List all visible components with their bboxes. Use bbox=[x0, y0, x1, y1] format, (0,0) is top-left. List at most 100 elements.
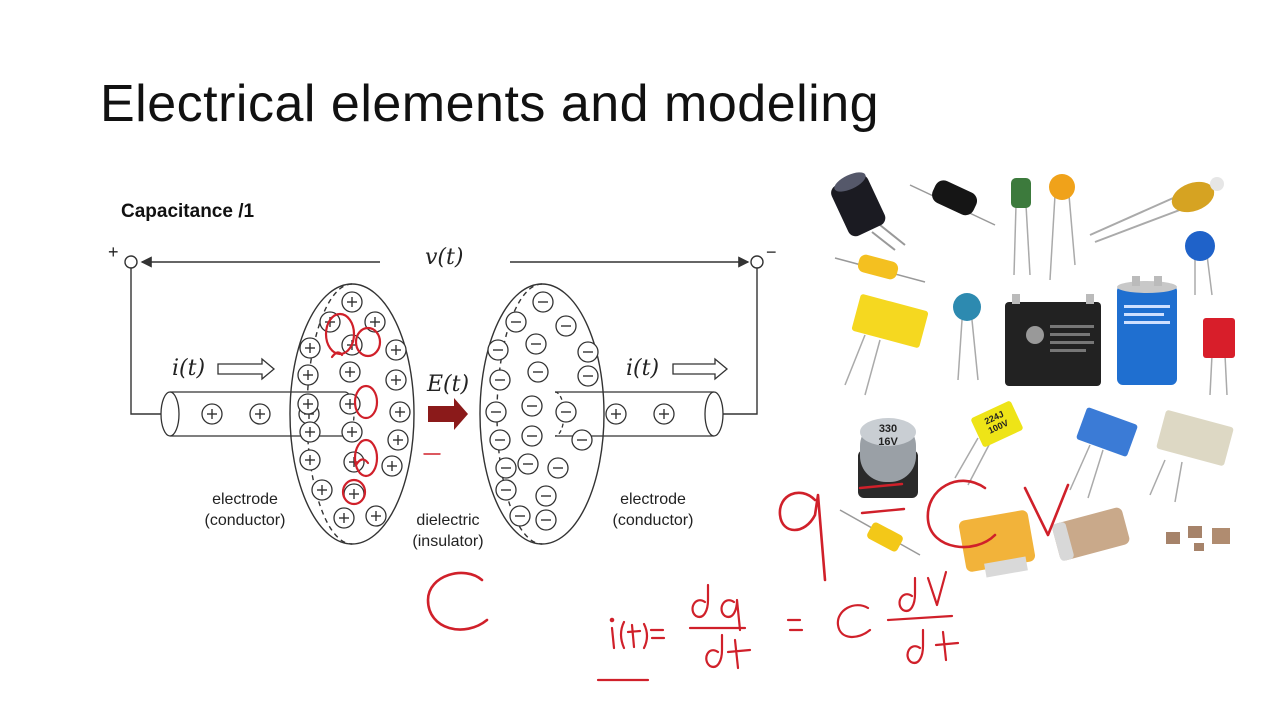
electrode-right-line2: (conductor) bbox=[612, 512, 694, 529]
negative-charge-icon bbox=[489, 369, 511, 391]
positive-charge-icon bbox=[297, 393, 319, 415]
ink-letter-C bbox=[926, 479, 997, 549]
negative-charge-icon bbox=[532, 291, 554, 313]
ink-paren-close bbox=[642, 622, 649, 650]
ink-i-dot bbox=[609, 617, 615, 623]
positive-charge-icon bbox=[381, 455, 403, 477]
ink-equals-bottom bbox=[860, 507, 906, 515]
positive-charge-icon bbox=[653, 403, 675, 425]
negative-charge-icon bbox=[547, 457, 569, 479]
negative-charge-icon bbox=[485, 401, 507, 423]
negative-charge-icon bbox=[525, 333, 547, 355]
field-arrow-icon bbox=[428, 398, 468, 430]
smd-cap-voltage: 16V bbox=[878, 436, 898, 448]
ink-circle-3 bbox=[353, 384, 379, 420]
electrode-right-line1: electrode bbox=[620, 491, 686, 508]
negative-charge-icon bbox=[509, 505, 531, 527]
orange-ceramic-capacitor-icon bbox=[1049, 174, 1076, 281]
negative-charge-icon bbox=[577, 341, 599, 363]
ink-paren-open bbox=[619, 620, 626, 650]
small-yellow-axial-icon bbox=[839, 509, 921, 556]
positive-charge-icon bbox=[299, 421, 321, 443]
ink-letter-c bbox=[426, 571, 489, 631]
yellow-film-224j-icon: 224J 100V bbox=[954, 401, 1023, 486]
blue-box-capacitor-icon bbox=[1069, 407, 1138, 499]
electrode-left-line2: (conductor) bbox=[204, 512, 286, 529]
tiny-mlcc-capacitors-icon bbox=[1166, 526, 1230, 551]
left-wire bbox=[130, 268, 162, 415]
ink-d-top-2 bbox=[898, 576, 917, 612]
negative-charge-icon bbox=[521, 395, 543, 417]
minus-sign: − bbox=[766, 242, 777, 262]
positive-charge-icon bbox=[201, 403, 223, 425]
electrode-left-label: electrode (conductor) bbox=[190, 489, 300, 531]
ink-circle-5 bbox=[341, 478, 367, 506]
green-film-capacitor-icon bbox=[1011, 178, 1031, 276]
positive-charge-icon bbox=[364, 311, 386, 333]
ink-d-bottom bbox=[705, 633, 724, 668]
yellow-x2-capacitor-icon bbox=[844, 294, 929, 396]
negative-charge-icon bbox=[495, 457, 517, 479]
current-arrow-left-icon bbox=[217, 357, 276, 381]
dielectric-line2: (insulator) bbox=[412, 533, 484, 550]
slide-title: Electrical elements and modeling bbox=[100, 75, 880, 133]
ink-equals-top bbox=[858, 482, 904, 490]
positive-charge-icon bbox=[343, 451, 365, 473]
ink-i-stem bbox=[610, 626, 616, 650]
smd-cap-value: 330 bbox=[879, 423, 897, 435]
current-arrow-right-icon bbox=[672, 357, 729, 381]
ink-v-top bbox=[926, 570, 948, 607]
current-label-left: i(t) bbox=[172, 356, 206, 381]
positive-charge-icon bbox=[385, 339, 407, 361]
mlcc-capacitor-icon bbox=[1052, 507, 1130, 561]
red-film-capacitor-icon bbox=[1203, 318, 1235, 396]
plate-charges bbox=[297, 291, 599, 531]
blue-can-capacitor-icon bbox=[1117, 276, 1177, 385]
positive-charge-icon bbox=[339, 361, 361, 383]
yellow-axial-capacitor-icon bbox=[834, 254, 926, 283]
voltage-label: v(t) bbox=[425, 245, 464, 270]
ink-tick-1 bbox=[330, 351, 344, 359]
negative-charge-icon bbox=[489, 429, 511, 451]
positive-charge-icon bbox=[385, 369, 407, 391]
negative-charge-icon bbox=[535, 509, 557, 531]
ink-letter-q bbox=[778, 491, 827, 582]
positive-charge-icon bbox=[341, 291, 363, 313]
positive-charge-icon bbox=[249, 403, 271, 425]
positive-charge-icon bbox=[389, 401, 411, 423]
positive-charge-icon bbox=[299, 337, 321, 359]
field-label: E(t) bbox=[427, 372, 470, 397]
small-blue-ceramic-icon bbox=[953, 293, 981, 381]
ink-circle-2 bbox=[354, 326, 382, 358]
right-wire bbox=[722, 268, 758, 415]
positive-charge-icon bbox=[311, 479, 333, 501]
positive-charge-icon bbox=[299, 449, 321, 471]
electrode-right-label: electrode (conductor) bbox=[598, 489, 708, 531]
negative-charge-icon bbox=[571, 429, 593, 451]
negative-charge-icon bbox=[521, 425, 543, 447]
blue-ceramic-capacitor-icon bbox=[1185, 231, 1215, 296]
diagram-subtitle: Capacitance /1 bbox=[121, 201, 255, 222]
negative-charge-icon bbox=[505, 311, 527, 333]
ink-d-top bbox=[691, 583, 710, 618]
plus-sign: + bbox=[108, 242, 119, 262]
electrolytic-capacitor-icon bbox=[831, 172, 906, 251]
positive-charge-icon bbox=[297, 364, 319, 386]
positive-charge-icon bbox=[341, 421, 363, 443]
positive-charge-icon bbox=[605, 403, 627, 425]
ink-d-bottom-2 bbox=[906, 628, 925, 664]
ink-t bbox=[626, 623, 642, 649]
tantalum-disc-capacitor-icon bbox=[1089, 177, 1224, 243]
negative-charge-icon bbox=[535, 485, 557, 507]
positive-charge-icon bbox=[387, 429, 409, 451]
ink-t-bottom-2 bbox=[934, 630, 960, 662]
ink-tick-2 bbox=[354, 458, 370, 467]
axial-capacitor-icon bbox=[909, 180, 996, 226]
ink-letter-c-small bbox=[836, 604, 872, 638]
positive-charge-icon bbox=[333, 507, 355, 529]
current-label-right: i(t) bbox=[626, 356, 660, 381]
dielectric-label: dielectric (insulator) bbox=[398, 510, 498, 552]
negative-charge-icon bbox=[495, 479, 517, 501]
